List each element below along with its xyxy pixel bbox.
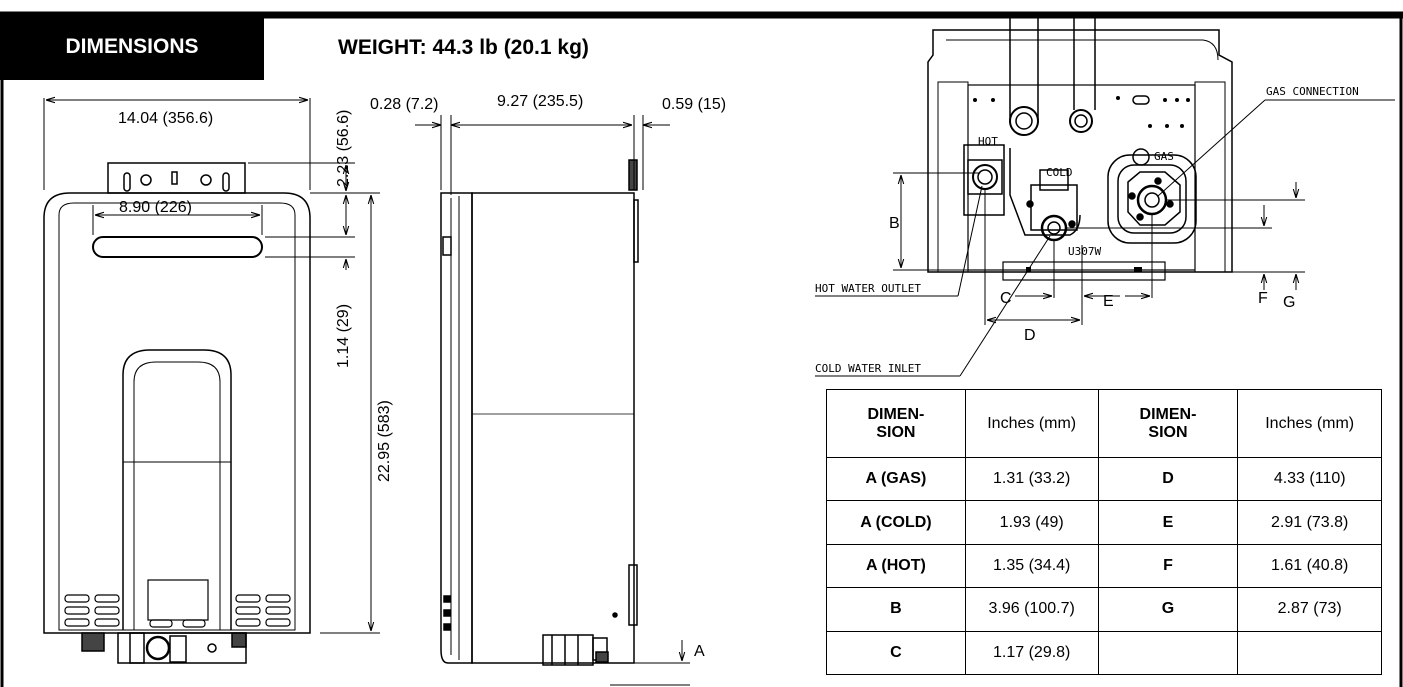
hot-stamp: HOT xyxy=(978,135,998,148)
page-border xyxy=(0,11,1403,687)
cold-water-inlet-label: COLD WATER INLET xyxy=(815,362,921,375)
cold-stamp: COLD xyxy=(1046,166,1073,179)
table-cell: 1.35 (34.4) xyxy=(964,543,1099,589)
bottom-dimension-lines xyxy=(815,99,1395,377)
table-cell: A (HOT) xyxy=(826,543,966,589)
table-cell: 1.93 (49) xyxy=(964,500,1099,545)
depth-label: 9.27 (235.5) xyxy=(497,93,583,110)
section-title: DIMENSIONS xyxy=(0,14,264,80)
front-view xyxy=(43,162,311,664)
table-cell: C xyxy=(826,630,966,676)
table-cell: 2.87 (73) xyxy=(1237,587,1382,632)
table-row: B 3.96 (100.7) G 2.87 (73) xyxy=(826,587,1382,632)
table-cell: A (COLD) xyxy=(826,500,966,545)
table-cell: 2.91 (73.8) xyxy=(1237,500,1382,545)
hot-water-outlet-label: HOT WATER OUTLET xyxy=(815,282,921,295)
bottom-view xyxy=(927,15,1233,281)
front-width-label: 14.04 (356.6) xyxy=(118,110,213,127)
table-cell: 3.96 (100.7) xyxy=(964,587,1099,632)
dimension-d-label: D xyxy=(1024,327,1036,344)
top-height-label: 2.23 (56.6) xyxy=(335,110,352,187)
table-header-row: DIMEN- SION Inches (mm) DIMEN- SION Inch… xyxy=(826,389,1382,458)
front-dimension-lines xyxy=(43,98,380,634)
dimension-f-label: F xyxy=(1258,290,1268,307)
weight-label: WEIGHT: 44.3 lb (20.1 kg) xyxy=(338,36,589,59)
side-view xyxy=(440,159,639,666)
table-cell xyxy=(1097,630,1239,676)
dimension-e-label: E xyxy=(1103,293,1114,310)
header-dimension: DIMEN- SION xyxy=(826,389,966,458)
dimension-table: DIMEN- SION Inches (mm) DIMEN- SION Inch… xyxy=(826,389,1382,676)
dimension-b-label: B xyxy=(889,215,900,232)
model-stamp: U307W xyxy=(1068,245,1101,258)
table-cell: A (GAS) xyxy=(826,456,966,502)
table-row: A (COLD) 1.93 (49) E 2.91 (73.8) xyxy=(826,500,1382,545)
table-cell: 1.31 (33.2) xyxy=(964,456,1099,502)
dimension-g-label: G xyxy=(1283,294,1295,311)
table-cell: 1.17 (29.8) xyxy=(964,630,1099,676)
bottom-view-labels: GAS CONNECTION HOT WATER OUTLET COLD WAT… xyxy=(815,85,1359,375)
table-cell: B xyxy=(826,587,966,632)
table-cell: F xyxy=(1097,543,1239,589)
gas-connection-label: GAS CONNECTION xyxy=(1266,85,1359,98)
total-height-label: 22.95 (583) xyxy=(376,400,393,482)
gas-stamp: GAS xyxy=(1154,150,1174,163)
vent-offset-label: 1.14 (29) xyxy=(335,304,352,368)
header-inches: Inches (mm) xyxy=(964,389,1099,458)
right-gap-label: 0.59 (15) xyxy=(662,96,726,113)
table-row: A (HOT) 1.35 (34.4) F 1.61 (40.8) xyxy=(826,543,1382,589)
header-inches: Inches (mm) xyxy=(1237,389,1382,458)
table-row: C 1.17 (29.8) xyxy=(826,630,1382,676)
table-cell: D xyxy=(1097,456,1239,502)
vent-width-label: 8.90 (226) xyxy=(119,199,192,216)
table-cell xyxy=(1237,630,1382,676)
table-cell: 4.33 (110) xyxy=(1237,456,1382,502)
front-dimension-labels: 14.04 (356.6) 8.90 (226) 2.23 (56.6) 1.1… xyxy=(118,110,393,482)
dimension-c-label: C xyxy=(1000,290,1012,307)
header-dimension: DIMEN- SION xyxy=(1097,389,1239,458)
left-gap-label: 0.28 (7.2) xyxy=(370,96,438,113)
table-cell: 1.61 (40.8) xyxy=(1237,543,1382,589)
side-dimension-lines xyxy=(415,115,690,686)
table-row: A (GAS) 1.31 (33.2) D 4.33 (110) xyxy=(826,456,1382,502)
table-cell: E xyxy=(1097,500,1239,545)
table-cell: G xyxy=(1097,587,1239,632)
dimension-a-label: A xyxy=(694,643,705,660)
side-dimension-labels: 0.28 (7.2) 9.27 (235.5) 0.59 (15) A xyxy=(370,93,726,660)
